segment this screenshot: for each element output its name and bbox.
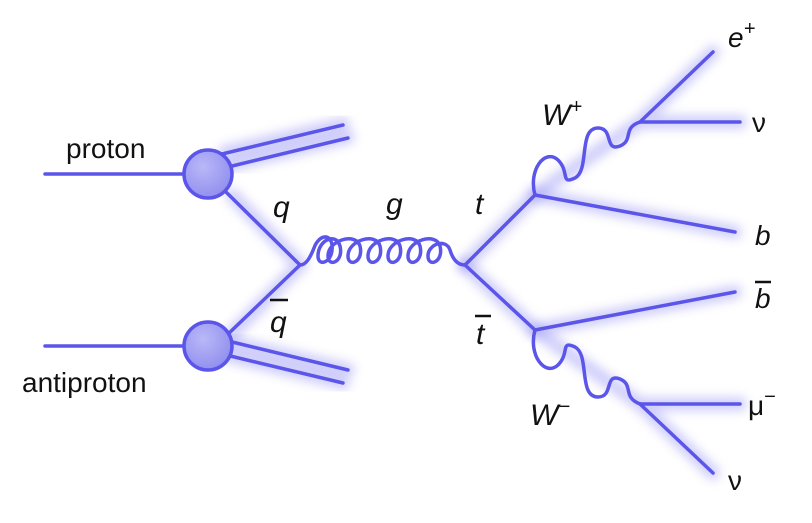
label-neutrino-bottom: ν <box>728 465 742 496</box>
label-q: q <box>273 191 290 224</box>
antiproton-remnant-line-1 <box>220 352 345 385</box>
proton-remnant-line-1 <box>220 123 345 156</box>
label-b: b <box>755 220 771 251</box>
label-positron: e+ <box>728 18 755 53</box>
positron-line <box>638 50 715 124</box>
b-quark-line <box>533 193 737 234</box>
label-muon: μ− <box>748 386 776 421</box>
antitop-quark-line <box>463 263 537 332</box>
quark-line <box>224 190 302 267</box>
antiproton-vertex-blob <box>182 320 234 372</box>
label-w-plus: W+ <box>542 96 582 132</box>
antiproton-remnant-line-2 <box>226 339 350 372</box>
neutrino-bottom-line <box>638 402 715 475</box>
label-tbar: t <box>476 318 486 351</box>
label-antiproton: antiproton <box>22 367 147 398</box>
label-g: g <box>386 188 403 221</box>
w-plus-wave <box>531 120 642 197</box>
label-neutrino-top: ν <box>752 107 766 138</box>
w-minus-wave <box>531 328 642 406</box>
proton-vertex-blob <box>182 148 234 200</box>
top-quark-line <box>463 193 537 267</box>
gluon-coil <box>298 235 467 267</box>
label-t: t <box>475 188 485 221</box>
bbar-quark-line <box>533 290 737 332</box>
label-qbar: q <box>270 306 287 339</box>
label-bbar: b <box>755 283 771 314</box>
label-w-minus: W− <box>530 396 570 432</box>
label-proton: proton <box>66 133 145 164</box>
antiquark-line <box>224 263 302 338</box>
proton-remnant-line-2 <box>226 136 350 169</box>
